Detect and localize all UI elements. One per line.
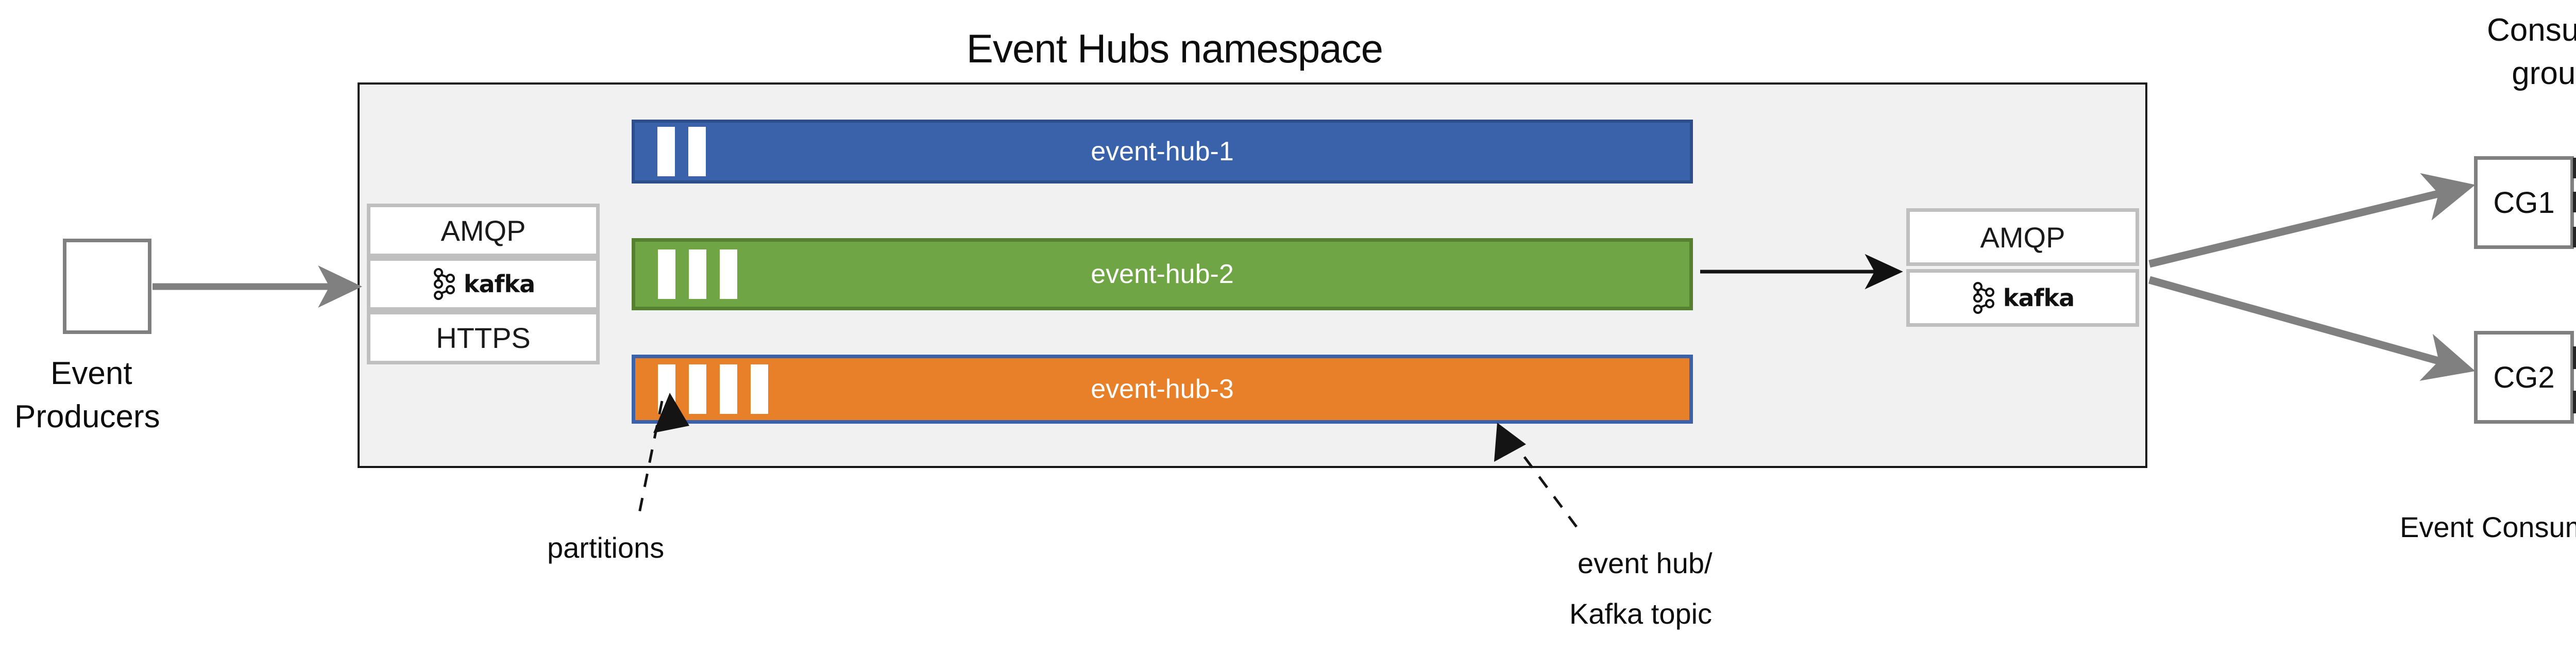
event-hub-2-label: event-hub-2 bbox=[1091, 259, 1234, 289]
consumer-groups-heading-line1: Consumer bbox=[2487, 12, 2576, 48]
topic-annotation-line1: event hub/ bbox=[1578, 547, 1713, 579]
kafka-lockup: kafka bbox=[1971, 282, 2075, 314]
egress-protocol-kafka[interactable]: kafka bbox=[1906, 269, 2139, 327]
ingress-protocol-https-label: HTTPS bbox=[436, 321, 531, 354]
event-hub-2-partitions bbox=[658, 249, 737, 299]
event-producers-caption-line1: Event bbox=[50, 356, 132, 391]
event-hub-3-bar[interactable]: event-hub-3 bbox=[632, 355, 1693, 424]
kafka-lockup: kafka bbox=[432, 268, 535, 300]
consumer-instance-tab bbox=[2573, 391, 2576, 413]
consumer-instance-tab bbox=[2573, 346, 2576, 369]
partition-block bbox=[688, 127, 706, 176]
event-hub-1-partitions bbox=[657, 127, 706, 176]
page-title: Event Hubs namespace bbox=[966, 26, 1383, 71]
partition-block bbox=[657, 127, 675, 176]
egress-protocol-amqp[interactable]: AMQP bbox=[1906, 208, 2139, 266]
ingress-protocol-amqp[interactable]: AMQP bbox=[367, 204, 600, 257]
egress-protocol-kafka-wordmark: kafka bbox=[2003, 284, 2075, 312]
consumer-instance-tab bbox=[2573, 192, 2576, 212]
consumer-group-cg1-label: CG1 bbox=[2493, 186, 2555, 220]
partition-block bbox=[751, 364, 768, 414]
event-producers-box bbox=[63, 239, 151, 334]
event-hub-1-bar[interactable]: event-hub-1 bbox=[632, 120, 1693, 183]
consumer-groups-heading-line2: groups bbox=[2512, 56, 2576, 91]
egress-protocol-amqp-label: AMQP bbox=[1980, 221, 2065, 254]
ingress-protocol-kafka[interactable]: kafka bbox=[367, 257, 600, 311]
ingress-protocol-https[interactable]: HTTPS bbox=[367, 311, 600, 364]
consumer-instance-tab bbox=[2573, 227, 2576, 247]
event-hub-1-label: event-hub-1 bbox=[1091, 137, 1234, 166]
topic-annotation-line2: Kafka topic bbox=[1569, 597, 1713, 630]
consumer-group-cg2[interactable]: CG2 bbox=[2474, 331, 2574, 424]
partition-block bbox=[720, 364, 737, 414]
consumer-group-cg1[interactable]: CG1 bbox=[2474, 156, 2574, 249]
event-producers-caption-line2: Producers bbox=[14, 399, 160, 435]
ingress-protocol-kafka-wordmark: kafka bbox=[463, 270, 535, 298]
consumer-group-cg2-label: CG2 bbox=[2493, 360, 2555, 394]
ingress-protocol-amqp-label: AMQP bbox=[440, 214, 526, 247]
partition-block bbox=[689, 249, 706, 299]
egress-to-cg1-arrow bbox=[2148, 173, 2476, 268]
event-consumers-caption: Event Consumers bbox=[2400, 511, 2576, 543]
kafka-logo-icon bbox=[1973, 282, 1994, 314]
partition-block bbox=[720, 249, 737, 299]
kafka-logo-icon bbox=[433, 268, 455, 300]
partition-block bbox=[658, 249, 675, 299]
event-hub-3-label: event-hub-3 bbox=[1091, 374, 1234, 404]
egress-to-cg2-arrow bbox=[2148, 276, 2476, 381]
partition-block bbox=[689, 364, 706, 414]
consumer-instance-tab bbox=[2573, 158, 2576, 178]
event-hub-2-bar[interactable]: event-hub-2 bbox=[632, 238, 1693, 310]
partitions-annotation: partitions bbox=[547, 531, 665, 564]
